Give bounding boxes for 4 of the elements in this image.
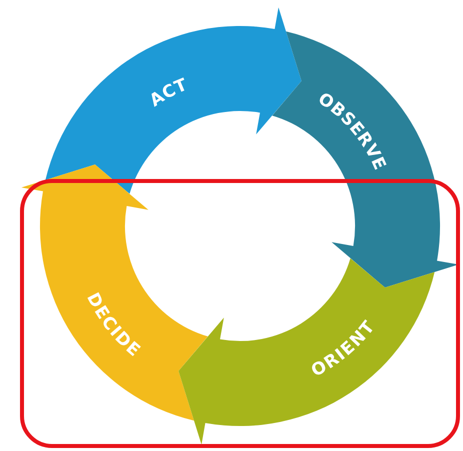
arrow-segment: [21, 164, 208, 421]
arrow-segment: [45, 7, 302, 194]
arrow-segment: [178, 258, 435, 445]
arrow-segment: [272, 31, 459, 288]
